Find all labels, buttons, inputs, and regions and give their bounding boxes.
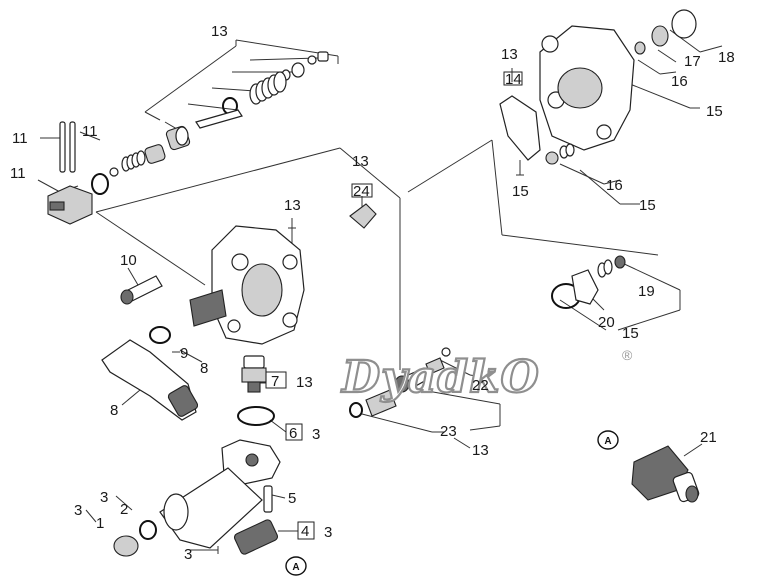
label-21: 21 (700, 429, 717, 446)
pump-housing (189, 203, 377, 345)
label-17: 17 (684, 53, 701, 70)
watermark-registered-mark: ® (622, 347, 633, 363)
part-labels: 13 11 11 11 13 24 13 10 9 8 8 7 13 6 3 5… (10, 23, 735, 563)
label-2: 2 (120, 501, 128, 518)
small-spring (121, 150, 146, 172)
label-18: 18 (718, 49, 735, 66)
label-13-center: 13 (352, 153, 369, 170)
pump-head (539, 9, 697, 151)
label-3-4: 3 (324, 524, 332, 541)
hose-coupling (631, 445, 700, 503)
spring (249, 71, 287, 105)
label-7: 7 (271, 373, 279, 390)
label-24: 24 (353, 183, 370, 200)
o-ring (149, 326, 171, 344)
label-15-b: 15 (639, 197, 656, 214)
label-14: 14 (505, 71, 522, 88)
label-4: 4 (301, 523, 309, 540)
unloader-parts (551, 255, 626, 309)
watermark: DyadkO ® (339, 347, 633, 404)
label-13-top: 13 (211, 23, 228, 40)
regulator-parts (349, 347, 451, 418)
connector-marker-a-bottom: A (285, 556, 307, 576)
label-16-b: 16 (606, 177, 623, 194)
label-6: 6 (289, 425, 297, 442)
label-9: 9 (180, 345, 188, 362)
label-13-23: 13 (472, 442, 489, 459)
label-8-b: 8 (200, 360, 208, 377)
label-15-a: 15 (706, 103, 723, 120)
label-13-right: 13 (501, 46, 518, 63)
label-16-a: 16 (671, 73, 688, 90)
label-3-bottom: 3 (184, 546, 192, 563)
label-3-2: 3 (100, 489, 108, 506)
large-o-ring (237, 406, 275, 426)
watermark-text: DyadkO (340, 352, 540, 403)
plug (113, 535, 139, 557)
label-3-6: 3 (312, 426, 320, 443)
label-13-mid: 13 (284, 197, 301, 214)
label-10: 10 (120, 252, 137, 269)
label-1: 1 (96, 515, 104, 532)
label-11-b: 11 (82, 123, 98, 140)
valve-spring (545, 143, 575, 165)
label-15-gasket: 15 (512, 183, 529, 200)
connector-a-text: A (292, 562, 299, 573)
label-22: 22 (472, 377, 489, 394)
parts (47, 9, 700, 557)
label-11-a: 11 (12, 130, 28, 147)
label-23: 23 (440, 423, 457, 440)
label-13-7: 13 (296, 374, 313, 391)
label-3-left: 3 (74, 502, 82, 519)
outlet-manifold (159, 439, 281, 555)
label-20: 20 (598, 314, 615, 331)
label-11-c: 11 (10, 165, 26, 182)
leader-lines (37, 29, 723, 554)
connector-marker-a-right: A (597, 430, 619, 450)
piston-assembly-parts (47, 51, 329, 225)
label-8-a: 8 (110, 402, 118, 419)
label-5: 5 (288, 490, 296, 507)
label-15-c: 15 (622, 325, 639, 342)
valve (241, 355, 267, 393)
bolt (120, 275, 163, 305)
label-19: 19 (638, 283, 655, 300)
inlet-pipe (101, 339, 199, 421)
gasket (499, 95, 541, 161)
label-boxes (265, 71, 523, 540)
o-ring-small (139, 520, 157, 540)
connector-a-text: A (604, 436, 611, 447)
